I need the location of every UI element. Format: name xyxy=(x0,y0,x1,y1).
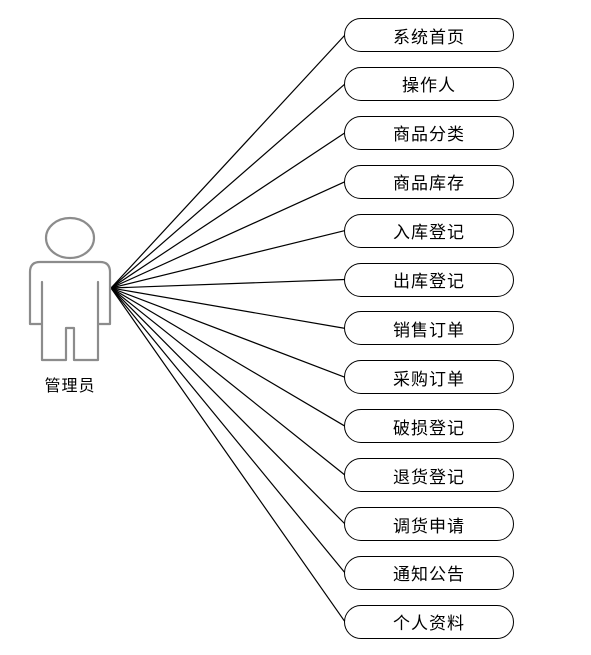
association-lines xyxy=(110,34,346,623)
association-line-12 xyxy=(110,287,346,574)
association-line-10 xyxy=(110,287,346,476)
association-line-1 xyxy=(110,34,346,289)
actor-label: 管理员 xyxy=(44,376,96,395)
association-line-2 xyxy=(110,83,346,289)
use-case-13: 个人资料 xyxy=(344,604,514,639)
use-case-9: 破损登记 xyxy=(344,409,514,444)
use-case-7: 销售订单 xyxy=(344,311,514,346)
use-case-6: 出库登记 xyxy=(344,262,514,297)
association-line-8 xyxy=(110,287,346,378)
use-case-4: 商品库存 xyxy=(344,164,514,199)
use-case-10: 退货登记 xyxy=(344,458,514,493)
use-case-1: 系统首页 xyxy=(344,18,514,52)
association-line-7 xyxy=(110,287,346,329)
association-line-5 xyxy=(110,230,346,289)
association-line-4 xyxy=(110,181,346,289)
use-case-8: 采购订单 xyxy=(344,360,514,395)
use-case-2: 操作人 xyxy=(344,66,514,101)
use-case-11: 调货申请 xyxy=(344,507,514,541)
use-case-5: 入库登记 xyxy=(344,213,514,248)
association-line-13 xyxy=(110,287,346,623)
use-case-12: 通知公告 xyxy=(344,555,514,590)
association-line-6 xyxy=(110,278,346,289)
association-line-3 xyxy=(110,132,346,289)
person-icon xyxy=(28,216,112,362)
use-case-3: 商品分类 xyxy=(344,115,514,150)
association-line-9 xyxy=(110,287,346,427)
association-line-11 xyxy=(110,287,346,525)
